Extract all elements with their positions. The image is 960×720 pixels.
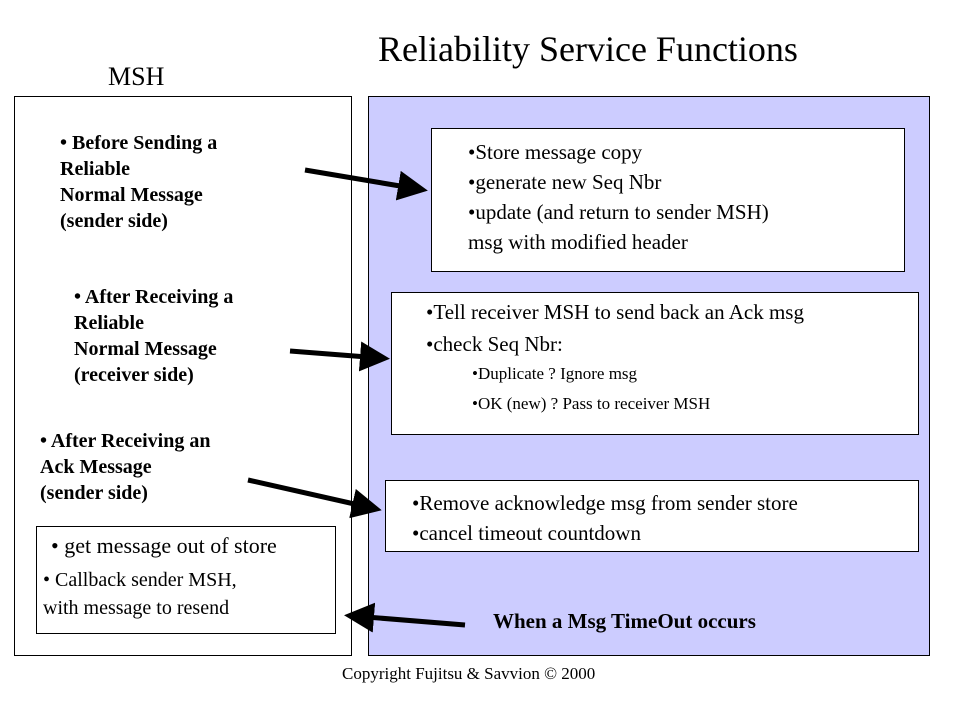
label-line: (receiver side) <box>74 364 194 386</box>
receiver-sub-2: •OK (new) ? Pass to receiver MSH <box>472 394 711 413</box>
callback-box: • get message out of store • Callback se… <box>36 526 336 634</box>
receiver-line-2: •check Seq Nbr: <box>426 332 563 356</box>
store-line: •Store message copy <box>468 140 643 164</box>
label-line: Ack Message <box>40 456 152 478</box>
receiver-sub-1: •Duplicate ? Ignore msg <box>472 364 638 383</box>
after-ack-label: • After Receiving an Ack Message (sender… <box>40 428 211 506</box>
arrow-after-receiving <box>289 341 390 372</box>
store-line: msg with modified header <box>468 230 688 254</box>
timeout-label: When a Msg TimeOut occurs <box>493 609 756 633</box>
store-box: •Store message copy •generate new Seq Nb… <box>431 128 905 272</box>
before-sending-label: • Before Sending a Reliable Normal Messa… <box>60 130 217 234</box>
label-line: Reliable <box>60 158 130 180</box>
after-receiving-label: • After Receiving a Reliable Normal Mess… <box>74 284 233 388</box>
callback-line-2: • Callback sender MSH, <box>43 569 237 591</box>
msh-label: MSH <box>108 62 165 91</box>
arrow-timeout <box>344 602 466 633</box>
label-line: (sender side) <box>40 482 148 504</box>
label-line: • Before Sending a <box>60 132 218 154</box>
label-line: Reliable <box>74 312 144 334</box>
callback-line-1: • get message out of store <box>51 533 277 558</box>
label-line: Normal Message <box>60 184 203 206</box>
label-line: (sender side) <box>60 210 168 232</box>
receiver-box: •Tell receiver MSH to send back an Ack m… <box>391 292 919 435</box>
ack-line: •Remove acknowledge msg from sender stor… <box>412 491 798 515</box>
label-line: • After Receiving an <box>40 430 211 452</box>
arrow-before-sending <box>304 167 428 201</box>
page-title: Reliability Service Functions <box>378 29 798 69</box>
store-line: •generate new Seq Nbr <box>468 170 662 194</box>
store-line: •update (and return to sender MSH) <box>468 200 769 224</box>
copyright: Copyright Fujitsu & Savvion © 2000 <box>342 664 596 683</box>
receiver-line-1: •Tell receiver MSH to send back an Ack m… <box>426 300 804 324</box>
ack-line: •cancel timeout countdown <box>412 521 641 545</box>
ack-box: •Remove acknowledge msg from sender stor… <box>385 480 919 552</box>
label-line: • After Receiving a <box>74 286 234 308</box>
callback-line-3: with message to resend <box>43 597 230 619</box>
label-line: Normal Message <box>74 338 217 360</box>
arrow-after-ack <box>247 477 382 519</box>
